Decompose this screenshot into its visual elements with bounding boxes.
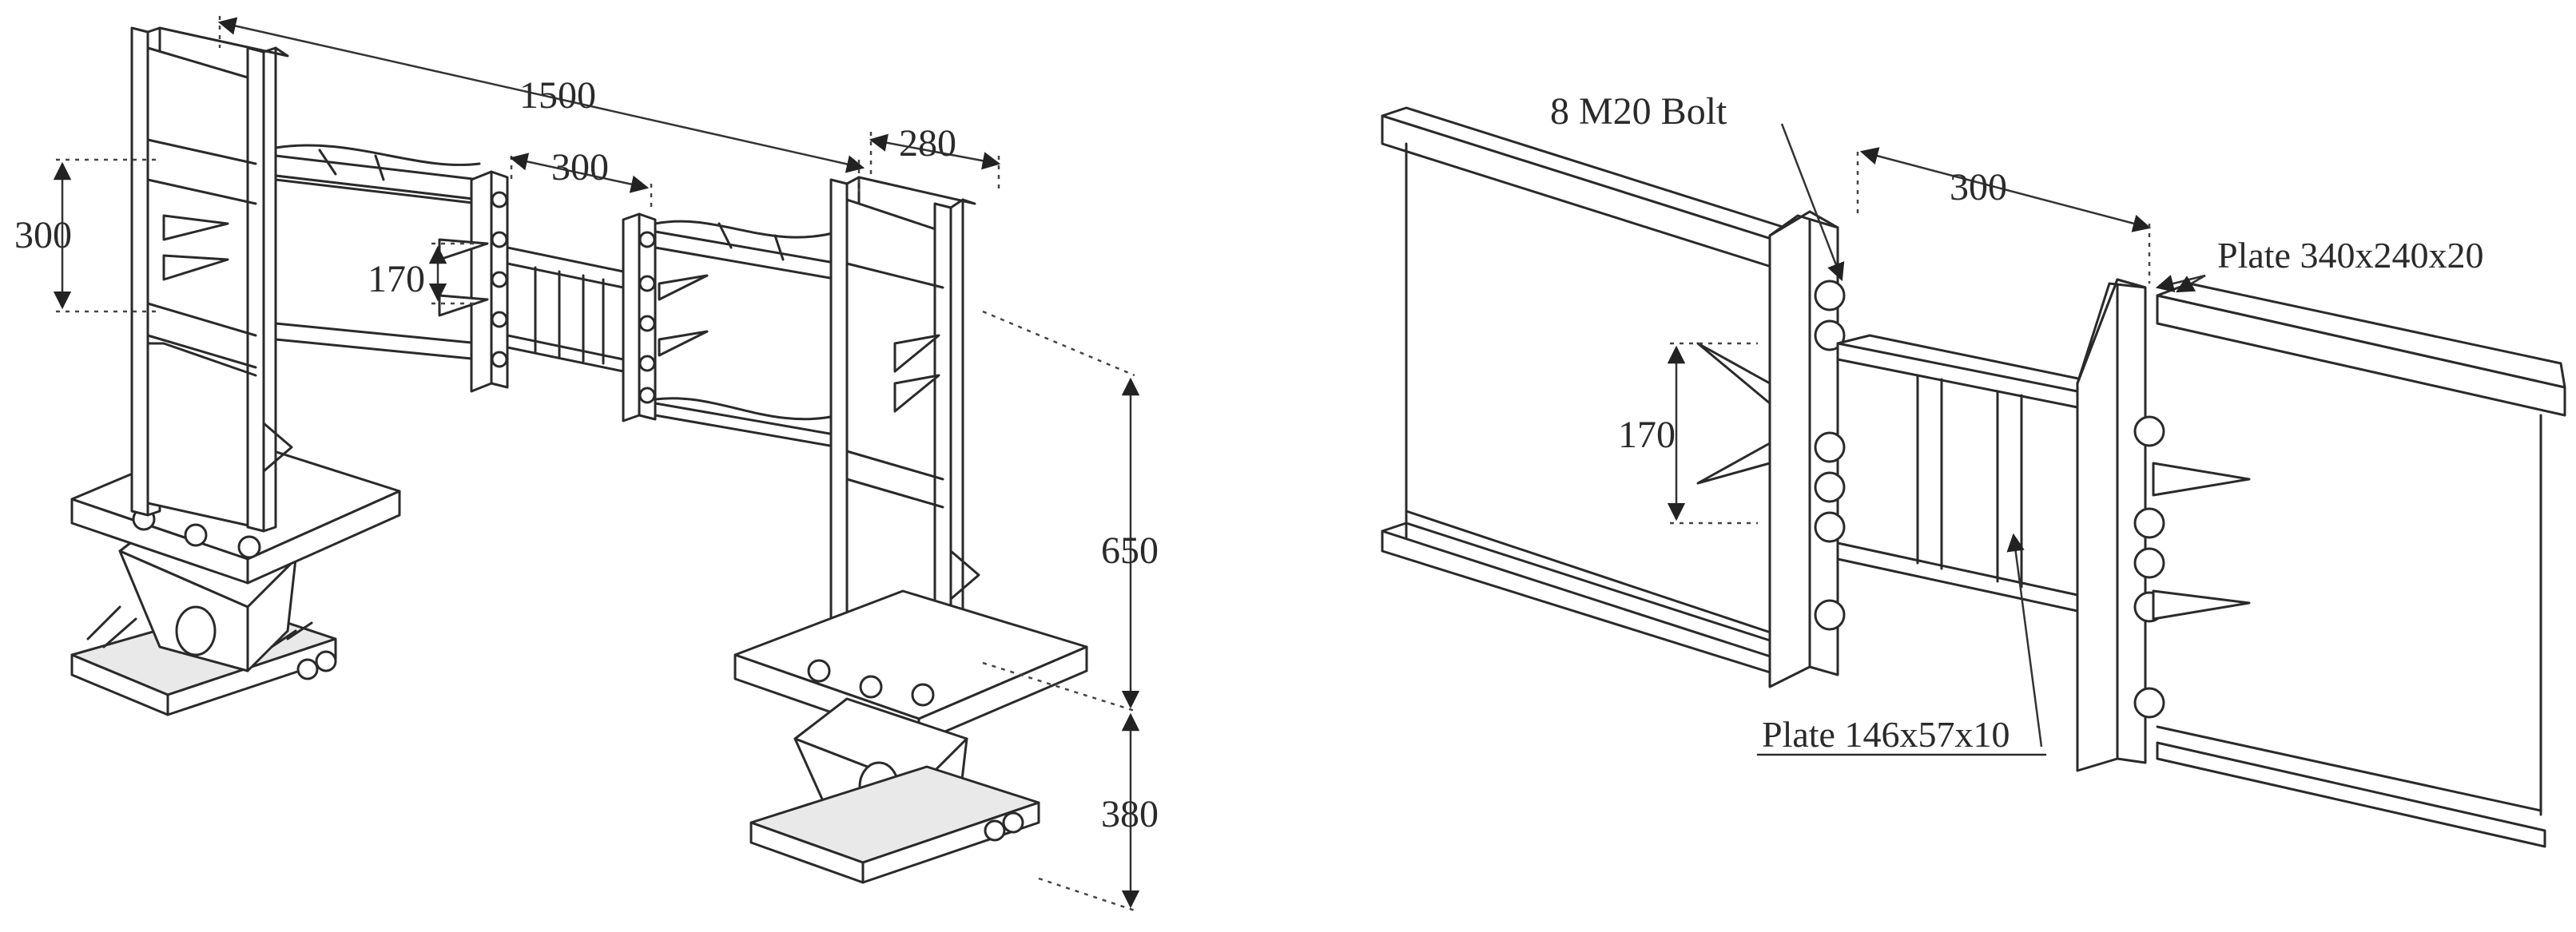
link-plate-callout-label: Plate 146x57x10 xyxy=(1762,714,2010,755)
left-isometric-view: 1500 300 280 300 170 650 380 xyxy=(14,16,1159,912)
right-beam-stub xyxy=(654,220,841,449)
detail-left-beam xyxy=(1381,106,1799,676)
detail-right-beam xyxy=(2156,282,2566,848)
dim-beam-height-label: 300 xyxy=(14,214,72,256)
detail-right-end-plate xyxy=(2076,278,2251,772)
detail-left-end-plate xyxy=(1696,210,1846,688)
dim-gap-label-right: 300 xyxy=(1950,166,2007,208)
right-pedestal xyxy=(733,589,1088,884)
dim-gap-label-left: 300 xyxy=(551,146,609,188)
dim-stiffener-spacing-label-left: 170 xyxy=(368,258,425,300)
left-beam-stub xyxy=(274,144,481,361)
end-plate-callout-label: Plate 340x240x20 xyxy=(2217,235,2483,276)
bolt-callout-label: 8 M20 Bolt xyxy=(1550,90,1727,133)
dim-pedestal-height-label: 380 xyxy=(1101,793,1159,835)
dim-column-height-label: 650 xyxy=(1101,529,1159,572)
dim-total-span-label: 1500 xyxy=(519,74,596,117)
left-column xyxy=(130,26,293,533)
right-column xyxy=(829,176,980,692)
left-end-plate xyxy=(438,170,509,393)
right-detail-view: 8 M20 Bolt 300 Plate 340x240x20 170 Plat… xyxy=(1381,90,2566,848)
dim-stiffener-spacing-label-right: 170 xyxy=(1618,414,1676,456)
right-end-plate xyxy=(622,212,709,422)
detail-bolt-row-right xyxy=(2133,415,2165,719)
dim-column-width-label: 280 xyxy=(899,122,956,165)
detail-dimensions xyxy=(1667,123,2206,756)
left-view-dimensions xyxy=(53,16,1140,912)
link-segment xyxy=(506,246,625,373)
detail-link xyxy=(1836,334,2103,613)
